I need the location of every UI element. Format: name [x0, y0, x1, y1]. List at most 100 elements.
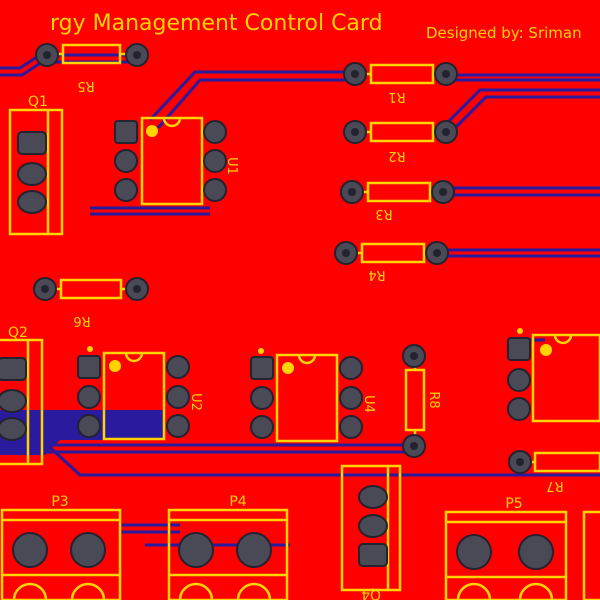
transistor-q2[interactable]: Q2 — [0, 325, 44, 466]
pad — [339, 356, 363, 380]
ic-right-partial[interactable] — [507, 328, 600, 423]
ic-u1[interactable]: U1 — [114, 116, 239, 206]
pad — [358, 514, 388, 538]
resistor-r1[interactable]: R1 — [343, 62, 458, 104]
pad-hole — [442, 128, 450, 136]
connector-outline — [0, 508, 122, 600]
trace — [156, 78, 350, 129]
pad — [0, 389, 27, 413]
trace — [148, 70, 350, 122]
ic-notch — [297, 354, 317, 365]
ic-outline — [102, 351, 166, 441]
ref-label-u2: U2 — [188, 393, 203, 411]
ic-u4[interactable]: U4 — [250, 348, 376, 443]
pad — [77, 414, 101, 438]
trace — [18, 418, 600, 477]
pad — [339, 386, 363, 410]
connector-arc — [518, 582, 554, 600]
pad — [456, 534, 492, 570]
pad — [339, 415, 363, 439]
pad — [250, 356, 274, 380]
pin1-dot — [540, 344, 552, 356]
transistor-q1[interactable]: Q1 — [8, 94, 64, 236]
resistor-r8[interactable]: R8 — [402, 344, 441, 458]
pad-hole — [410, 442, 418, 450]
pad — [114, 120, 138, 144]
pin1-marker — [87, 346, 93, 352]
pad-hole — [516, 458, 524, 466]
pad — [518, 534, 554, 570]
pad — [178, 532, 214, 568]
pad — [358, 543, 388, 567]
ref-label-p5: P5 — [505, 496, 522, 512]
pad — [77, 355, 101, 379]
connector-p3[interactable]: P3 — [0, 494, 122, 600]
pad — [0, 357, 27, 381]
connector-arc — [236, 582, 272, 600]
ref-label-r2: R2 — [388, 148, 405, 163]
ref-label-r5: R5 — [77, 78, 94, 93]
connector-outline — [582, 510, 600, 600]
ref-label-p3: P3 — [51, 494, 68, 510]
connector-arc — [178, 582, 214, 600]
resistor-r4[interactable]: R4 — [334, 241, 449, 282]
pad — [507, 397, 531, 421]
pad — [17, 131, 47, 155]
pad — [77, 385, 101, 409]
ref-label-q1: Q1 — [28, 94, 48, 110]
pad — [12, 532, 48, 568]
connector-arc — [70, 582, 106, 600]
pad-hole — [351, 70, 359, 78]
resistor-r6[interactable]: R6 — [33, 277, 149, 328]
pad-hole — [43, 51, 51, 59]
pad-hole — [133, 51, 141, 59]
ref-label-r1: R1 — [388, 89, 405, 104]
pad-hole — [342, 249, 350, 257]
pad — [70, 532, 106, 568]
ic-outline — [531, 333, 600, 423]
pin1-dot — [109, 360, 121, 372]
ref-label-u1: U1 — [224, 157, 239, 175]
transistor-outline — [0, 338, 44, 466]
pad — [250, 415, 274, 439]
resistor-r5[interactable]: R5 — [35, 43, 149, 93]
pad-hole — [41, 285, 49, 293]
pad — [250, 386, 274, 410]
ref-label-q2: Q2 — [8, 325, 28, 341]
board-title: rgy Management Control Card — [50, 11, 383, 36]
ic-notch — [553, 334, 573, 345]
transistor-outline — [340, 464, 402, 592]
resistor-r3[interactable]: R3 — [340, 180, 455, 221]
ref-label-u4: U4 — [361, 395, 376, 413]
connector-p5[interactable]: P5 — [444, 496, 568, 600]
trace — [438, 88, 600, 132]
pad-hole — [442, 70, 450, 78]
ref-label-p4: P4 — [229, 494, 246, 510]
ref-label-r6: R6 — [73, 313, 90, 328]
connector-outline — [444, 510, 568, 600]
resistor-r2[interactable]: R2 — [343, 120, 458, 163]
ic-u2[interactable]: U2 — [77, 346, 203, 441]
pad-hole — [348, 188, 356, 196]
trace — [0, 53, 140, 70]
resistor-r7[interactable]: R7 — [508, 450, 600, 493]
pad — [203, 149, 227, 173]
transistor-q4[interactable]: Q4 — [340, 464, 402, 600]
pad — [507, 337, 531, 361]
pad — [17, 162, 47, 186]
ref-label-r8: R8 — [426, 391, 441, 408]
pad-hole — [133, 285, 141, 293]
connector-p4[interactable]: P4 — [167, 494, 289, 600]
pad-hole — [351, 128, 359, 136]
pad — [203, 120, 227, 144]
connector-right-partial[interactable] — [582, 510, 600, 600]
transistor-outline — [8, 108, 64, 236]
ic-outline — [275, 353, 339, 443]
pad — [236, 532, 272, 568]
pad-hole — [439, 188, 447, 196]
pad — [507, 368, 531, 392]
ref-label-r3: R3 — [375, 206, 392, 221]
trace — [446, 95, 600, 137]
